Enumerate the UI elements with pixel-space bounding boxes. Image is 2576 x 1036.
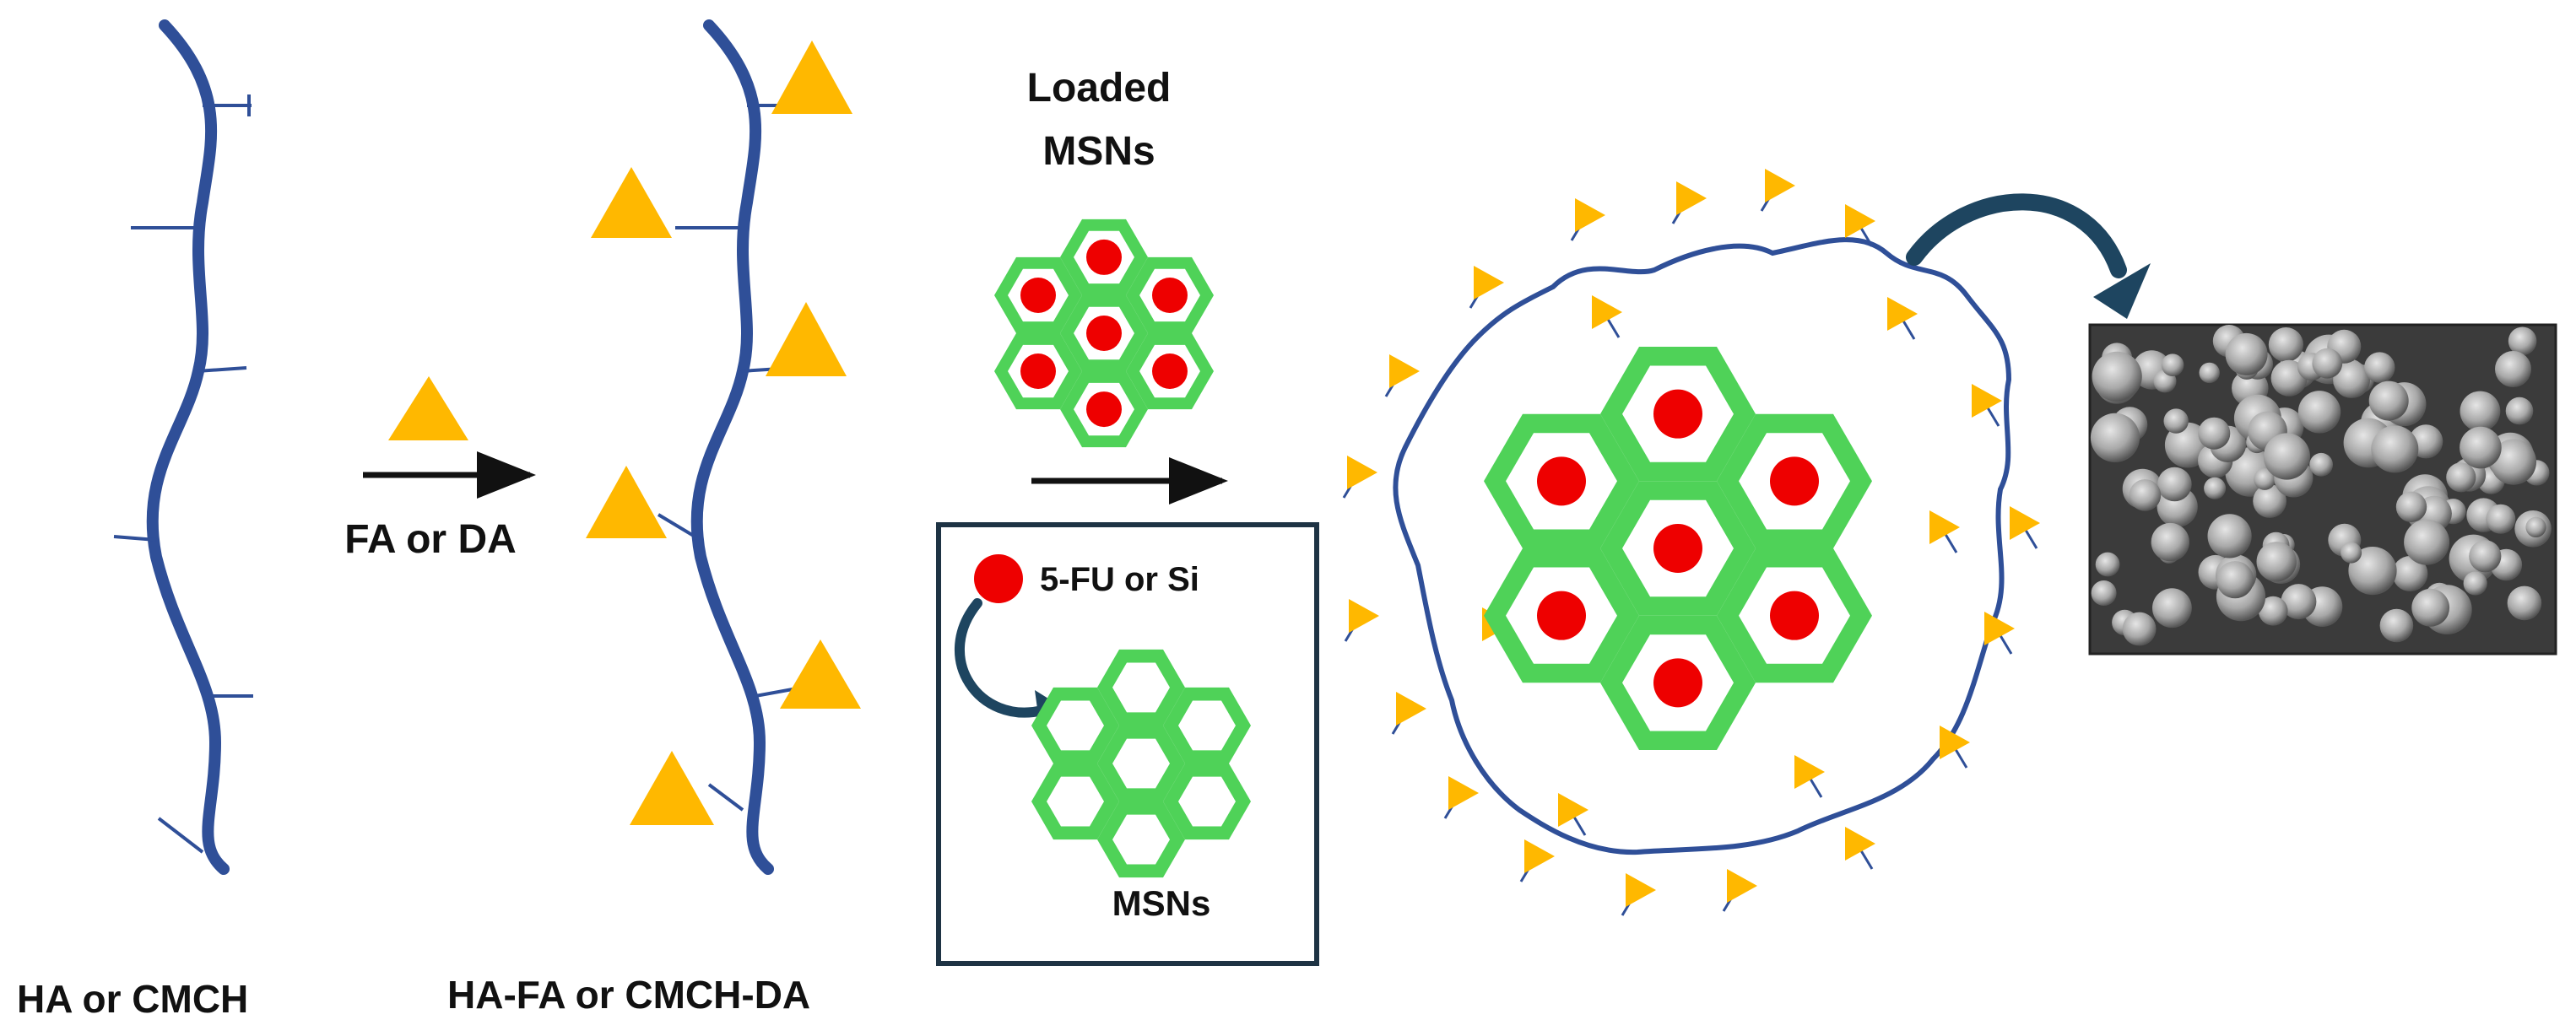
- reagent-label: FA or DA: [344, 517, 517, 562]
- conjugate-label: HA-FA or CMCH-DA: [447, 973, 810, 1017]
- ligand-triangle: [1396, 692, 1426, 726]
- drug-dot: [1152, 277, 1188, 313]
- ligand-triangle: [591, 167, 672, 238]
- ligand-triangle: [1845, 827, 1875, 861]
- ligand-triangle: [1794, 755, 1825, 789]
- curved-arrow-icon: [955, 598, 1047, 718]
- ligand-triangle: [1676, 181, 1707, 215]
- ligand-triangle: [780, 639, 861, 709]
- ligand-triangle: [1349, 599, 1379, 633]
- ligand-triangle: [1592, 295, 1622, 329]
- ligand-triangle: [1347, 456, 1377, 489]
- ligand-triangle: [2010, 506, 2040, 540]
- polymer-shell: [1393, 237, 2012, 855]
- drug-dot: [1086, 391, 1122, 428]
- ligand-triangle: [1474, 266, 1504, 299]
- drug-dot: [1537, 591, 1586, 640]
- drug-dot: [1152, 353, 1188, 390]
- drug-label: 5-FU or Si: [1040, 561, 1199, 598]
- ligand-triangle: [1984, 612, 2015, 645]
- drug-dot: [1653, 658, 1702, 708]
- ligand-triangle: [1558, 793, 1588, 827]
- drug-dot: [1086, 316, 1122, 351]
- drug-dot: [1770, 456, 1819, 506]
- coated-nanoparticle: [1342, 169, 2040, 916]
- curved-arrow-head: [2093, 263, 2151, 319]
- ligand-triangle: [1887, 297, 1918, 331]
- drug-dot: [1653, 389, 1702, 439]
- polymer-backbone: [146, 19, 230, 875]
- drug-dot: [1020, 277, 1056, 313]
- ligand-triangle: [1626, 873, 1656, 907]
- sem-micrograph: [2088, 323, 2557, 656]
- ligand-triangle: [1765, 169, 1795, 202]
- polymer-chain-conjugated: [586, 19, 861, 875]
- ligand-triangle: [1972, 384, 2002, 418]
- ligand-triangle: [388, 376, 468, 440]
- ligand-triangle: [766, 302, 847, 376]
- ligand-triangle: [586, 466, 667, 538]
- ligand-triangle: [1929, 510, 1960, 544]
- drug-dot: [1020, 353, 1056, 390]
- loaded-msn-cluster: [994, 219, 1214, 448]
- polymer-label: HA or CMCH: [17, 977, 248, 1021]
- polymer-chain-plain: [113, 19, 253, 875]
- ligand-triangle: [1448, 776, 1479, 810]
- drug-dot: [1537, 456, 1586, 506]
- drug-dot: [1770, 591, 1819, 640]
- ligand-triangle: [1524, 839, 1555, 873]
- ligand-triangle: [771, 40, 852, 114]
- loaded-msn-title-line2: MSNs: [1042, 129, 1155, 174]
- drug-dot: [974, 554, 1023, 603]
- ligand-triangle: [1727, 869, 1757, 903]
- loaded-msn-core: [1484, 347, 1872, 750]
- drug-dot: [1086, 239, 1122, 275]
- empty-msn-cluster: [1031, 649, 1251, 878]
- polymer-backbone: [690, 19, 774, 875]
- ligand-triangle: [1940, 726, 1970, 759]
- ligand-triangle: [1389, 354, 1420, 388]
- curved-arrow-icon: [1906, 193, 2127, 278]
- drug-dot: [1653, 524, 1702, 573]
- loaded-msn-title-line1: Loaded: [1027, 66, 1172, 111]
- ligand-triangle: [1575, 198, 1605, 232]
- ligand-triangle: [630, 751, 714, 825]
- ligand-triangle: [1845, 204, 1875, 238]
- loading-inset-box: [936, 522, 1319, 966]
- empty-msn-label: MSNs: [1112, 883, 1211, 923]
